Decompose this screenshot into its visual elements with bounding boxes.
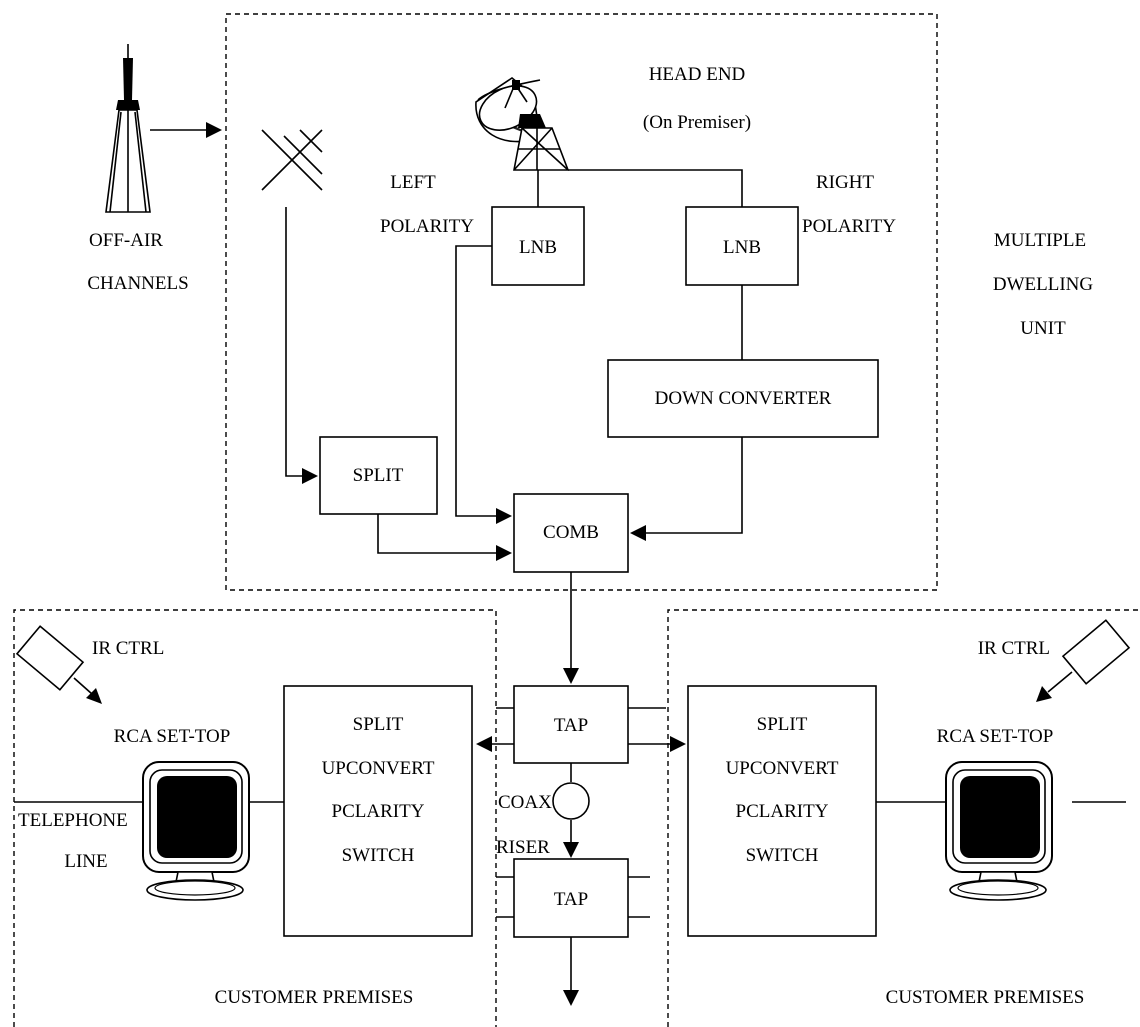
broadcast-tower-icon (105, 44, 151, 213)
comb-label: COMB (543, 522, 599, 543)
mdu-line1: MULTIPLE (994, 230, 1086, 251)
lnb-right-box: LNB (685, 206, 799, 286)
telephone-line2: LINE (64, 851, 107, 872)
right-unit-line3: PCLARITY (736, 801, 829, 822)
left-polarity-line1: LEFT (390, 172, 436, 193)
left-monitor-icon (142, 761, 250, 901)
off-air-label: OFF-AIR CHANNELS (87, 230, 188, 294)
left-unit-line4: SWITCH (342, 845, 415, 866)
telephone-line1: TELEPHONE (18, 810, 128, 831)
left-polarity-line2: POLARITY (380, 216, 474, 237)
coax-line1: COAX (498, 792, 552, 813)
head-end-title: HEAD END (649, 64, 746, 85)
off-air-line1: OFF-AIR (89, 230, 163, 251)
right-unit-line2: UPCONVERT (726, 758, 839, 779)
right-polarity-line2: POLARITY (802, 216, 896, 237)
right-polarity-line1: RIGHT (816, 172, 874, 193)
right-premises-region (667, 609, 1140, 1027)
right-premises-title: CUSTOMER PREMISES (886, 987, 1085, 1008)
right-unit-line1: SPLIT (757, 714, 808, 735)
split-label: SPLIT (353, 465, 404, 486)
head-end-region (225, 13, 938, 591)
left-converter-unit: SPLIT UPCONVERT PCLARITY SWITCH (283, 685, 473, 937)
right-monitor-icon (945, 761, 1053, 901)
left-unit-line2: UPCONVERT (322, 758, 435, 779)
right-unit-box: SPLIT UPCONVERT PCLARITY SWITCH (687, 685, 877, 937)
left-premises-title: CUSTOMER PREMISES (215, 987, 414, 1008)
tap-top-box: TAP (513, 685, 629, 764)
lnb-right-label: LNB (723, 237, 761, 258)
coax-riser-icon (552, 782, 590, 820)
lnb-left-box: LNB (491, 206, 585, 286)
right-ir-ctrl-label: IR CTRL (978, 638, 1050, 659)
left-ir-remote-icon (15, 625, 85, 691)
mdu-line2: DWELLING (993, 274, 1094, 295)
right-ir-remote-icon (1061, 619, 1131, 685)
satellite-dish-icon (475, 77, 570, 171)
off-air-line2: CHANNELS (87, 273, 188, 294)
comb-box: COMB (513, 493, 629, 573)
down-converter-label: DOWN CONVERTER (655, 388, 832, 409)
left-premises-region (13, 609, 497, 1027)
tap-top-label: TAP (554, 715, 588, 736)
left-unit-line1: SPLIT (353, 714, 404, 735)
tap-bottom-label: TAP (554, 889, 588, 910)
split-box: SPLIT (319, 436, 438, 515)
off-air-antenna-icon (261, 129, 323, 191)
down-converter-box: DOWN CONVERTER (607, 359, 879, 438)
coax-line2: RISER (496, 837, 550, 858)
left-set-top-label: RCA SET-TOP (114, 726, 231, 747)
right-unit-line4: SWITCH (746, 845, 819, 866)
mdu-line3: UNIT (1020, 318, 1066, 339)
head-end-subtitle: (On Premiser) (643, 112, 751, 133)
arrow-head (206, 122, 222, 138)
left-ir-ctrl-label: IR CTRL (92, 638, 164, 659)
tap-bottom-box: TAP (513, 858, 629, 938)
left-unit-line3: PCLARITY (332, 801, 425, 822)
right-set-top-label: RCA SET-TOP (937, 726, 1054, 747)
lnb-left-label: LNB (519, 237, 557, 258)
